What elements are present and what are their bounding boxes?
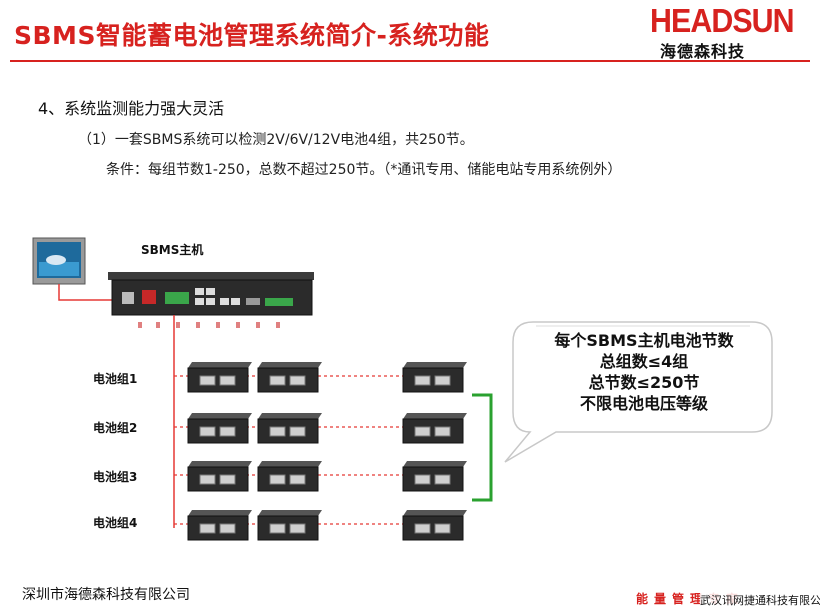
group-label-4: 电池组4 <box>93 516 138 530</box>
monitor-link-line <box>58 284 118 301</box>
host-connectors <box>138 322 280 328</box>
battery-module <box>402 510 467 541</box>
page-title: SBMS智能蓄电池管理系统简介-系统功能 <box>14 21 490 50</box>
monitor-icon <box>32 237 86 285</box>
callout-bubble <box>504 321 773 463</box>
footer-watermark: 武汉讯网捷通科技有限公司 <box>700 592 820 608</box>
battery-module <box>257 413 322 444</box>
battery-module <box>187 362 252 393</box>
description-line-1: （1）一套SBMS系统可以检测2V/6V/12V电池4组，共250节。 <box>78 132 474 148</box>
battery-module <box>402 413 467 444</box>
description-line-2: 条件：每组节数1-250，总数不超过250节。（*通讯专用、储能电站专用系统例外… <box>106 162 622 178</box>
host-label: SBMS主机 <box>141 243 204 257</box>
callout-line-4: 不限电池电压等级 <box>579 394 708 413</box>
sbms-host-device <box>108 272 314 316</box>
battery-module <box>257 362 322 393</box>
battery-module <box>257 510 322 541</box>
battery-module <box>187 413 252 444</box>
company-logo: HEADSUN 海德森科技 <box>650 2 815 61</box>
battery-module <box>187 510 252 541</box>
callout-text: 每个SBMS主机电池节数 总组数≤4组 总节数≤250节 不限电池电压等级 <box>519 330 769 414</box>
callout-line-3: 总节数≤250节 <box>588 373 700 392</box>
logo-wordmark: HEADSUN <box>650 2 795 39</box>
callout-line-2: 总组数≤4组 <box>599 352 689 371</box>
group-bracket <box>472 393 493 502</box>
logo-subtitle: 海德森科技 <box>660 42 746 61</box>
group-label-2: 电池组2 <box>93 421 138 435</box>
battery-module <box>402 461 467 492</box>
battery-module <box>187 461 252 492</box>
battery-module <box>402 362 467 393</box>
title-divider <box>10 60 810 62</box>
group-label-3: 电池组3 <box>93 470 138 484</box>
battery-modules <box>187 362 467 541</box>
group-links <box>174 375 412 525</box>
section-heading: 4、系统监测能力强大灵活 <box>38 99 225 118</box>
battery-module <box>257 461 322 492</box>
group-label-1: 电池组1 <box>93 372 138 386</box>
callout-line-1: 每个SBMS主机电池节数 <box>554 331 734 350</box>
footer-company: 深圳市海德森科技有限公司 <box>22 587 190 603</box>
